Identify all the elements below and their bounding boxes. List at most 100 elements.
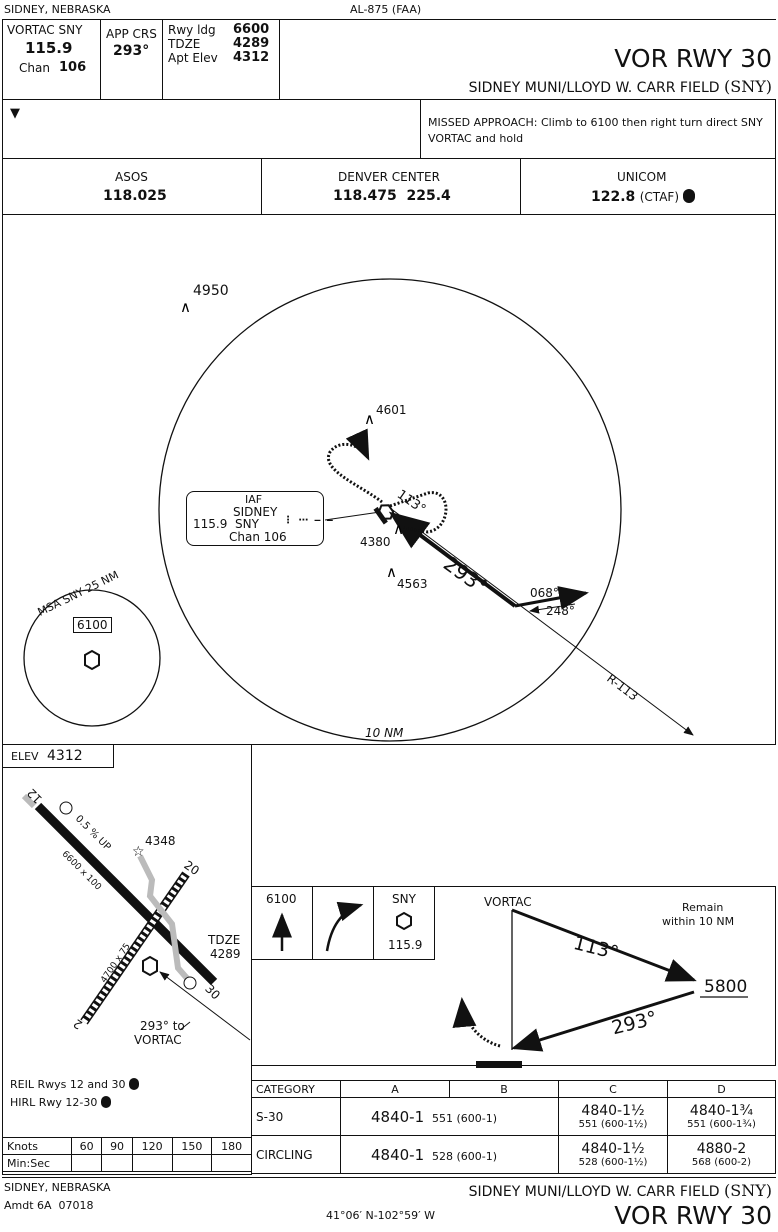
remain-label-2: within 10 NM xyxy=(662,915,735,928)
footer-airport: SIDNEY MUNI/LLOYD W. CARR FIELD (SNY) xyxy=(468,1183,772,1200)
iaf-box: IAF SIDNEY 115.9 SNY ⋮ ⋯ ‒ ‒ Chan 106 xyxy=(186,491,333,546)
obstacle-4950: 4950 xyxy=(193,283,229,299)
profile-vortac-label: VORTAC xyxy=(484,895,532,909)
profile-runway xyxy=(476,1061,522,1068)
footer-amendment: Amdt 6A 07018 xyxy=(4,1199,94,1212)
elev-box: ELEV 4312 xyxy=(2,744,114,768)
minimums-circ-d-value: 4880-2 xyxy=(696,1141,747,1157)
vortac-label: VORTAC SNY xyxy=(7,23,83,37)
obstacle-4348: 4348 xyxy=(145,834,176,848)
course-248: 248° xyxy=(546,604,575,618)
footer-coordinates: 41°06′ N-102°59′ W xyxy=(326,1209,436,1222)
tdze-value: 4289 xyxy=(233,36,270,51)
footer-airport-text: SIDNEY MUNI/LLOYD W. CARR FIELD xyxy=(468,1184,720,1200)
course-note: 293° to xyxy=(140,1019,185,1033)
obstacle-4950-icon: ∧ xyxy=(180,298,191,316)
comm-unicom-freq: 122.8 xyxy=(591,189,636,205)
msa-altitude: 6100 xyxy=(73,617,112,633)
reil-30-icon xyxy=(183,976,197,990)
minimums-circ-ab-sub: 528 (600-1) xyxy=(431,1149,498,1163)
inbound-leg xyxy=(511,990,695,1052)
comm-asos-freq: 118.025 xyxy=(103,188,167,204)
minimums-s30-d-sub: 551 (600-1¾) xyxy=(687,1119,756,1130)
header-chart-id: AL-875 (FAA) xyxy=(350,3,422,16)
iaf-fix-name: SIDNEY xyxy=(233,505,278,519)
minimums-category-header: CATEGORY xyxy=(251,1080,341,1098)
minimums-circ-d-sub: 568 (600-2) xyxy=(691,1157,752,1168)
ma-fix-box: SNY 115.9 xyxy=(373,886,435,960)
iaf-label: IAF xyxy=(245,493,263,506)
airport-name: SIDNEY MUNI/LLOYD W. CARR FIELD (SNY) xyxy=(469,77,772,96)
timing-speed: 60 xyxy=(70,1137,103,1155)
course-note-2: VORTAC xyxy=(134,1033,182,1047)
profile-altitude: 5800 xyxy=(704,977,748,997)
remain-label: Remain xyxy=(682,901,724,914)
minimums-circ-ab: 4840-1 528 (600-1) xyxy=(340,1135,559,1174)
timing-table: Knots 60 90 120 150 180 Min:Sec xyxy=(2,1137,252,1172)
minimums-col-c-header: C xyxy=(558,1080,668,1098)
runway-2-20 xyxy=(80,871,190,1025)
minimums-col-a-header: A xyxy=(340,1080,450,1098)
reil-pcl-icon xyxy=(129,1078,140,1090)
iaf-leader xyxy=(324,511,381,521)
reil-note: REIL Rwys 12 and 30 xyxy=(10,1078,140,1091)
airport-id: (SNY) xyxy=(723,77,772,96)
obstacle-4380-icon: ∧ xyxy=(393,520,404,538)
vortac-frequency: 115.9 xyxy=(25,39,73,57)
ma-climb-box: 6100 xyxy=(251,886,313,960)
minimums-circ-ab-value: 4840-1 xyxy=(371,1145,425,1164)
procedure-title: VOR RWY 30 xyxy=(614,44,772,73)
hirl-pcl-icon xyxy=(100,1096,111,1108)
minimums-circ-c-sub: 528 (600-1½) xyxy=(578,1157,648,1168)
radial-line xyxy=(389,507,694,736)
comm-unicom-name: UNICOM xyxy=(617,170,667,184)
final-approach-course xyxy=(388,511,517,608)
obstacle-4601-icon: ∧ xyxy=(364,410,375,428)
runway-12-30 xyxy=(34,802,218,986)
taxiway xyxy=(21,793,195,986)
reil-12-icon xyxy=(59,801,73,815)
profile-missed-path xyxy=(452,997,501,1048)
msa-vortac-icon xyxy=(84,649,100,671)
minimums-circling-label: CIRCLING xyxy=(251,1135,341,1174)
hirl-text: HIRL Rwy 12-30 xyxy=(10,1096,98,1109)
minimums-circ-c-value: 4840-1½ xyxy=(581,1141,645,1157)
iaf-chan: Chan 106 xyxy=(229,530,287,544)
ma-fix-vortac-icon xyxy=(396,911,412,931)
header-city-state: SIDNEY, NEBRASKA xyxy=(4,3,111,16)
obstacle-4563: 4563 xyxy=(397,577,428,591)
feeder-068 xyxy=(514,586,589,610)
apt-elev-label: Apt Elev xyxy=(168,51,218,65)
missed-approach-text: MISSED APPROACH: Climb to 6100 then righ… xyxy=(428,116,763,145)
apt-elev-value: 4312 xyxy=(233,50,270,65)
elev-value: 4312 xyxy=(47,748,83,764)
chan-value: 106 xyxy=(59,60,87,75)
obstacle-4601: 4601 xyxy=(376,403,407,417)
footer-title: VOR RWY 30 xyxy=(614,1201,772,1230)
comm-unicom-freq-row: 122.8 (CTAF) xyxy=(591,189,696,205)
minimums-s30-ab-value: 4840-1 xyxy=(371,1107,425,1126)
rwy-ldg-value: 6600 xyxy=(233,22,270,37)
alternate-minimums-icon: ▼ xyxy=(10,106,20,121)
minimums-s30-d: 4840-1¾ 551 (600-1¾) xyxy=(667,1097,776,1136)
minimums-s30-c-sub: 551 (600-1½) xyxy=(578,1119,648,1130)
pilot-controlled-lighting-icon xyxy=(683,189,696,203)
comm-unicom-ctaf: (CTAF) xyxy=(639,190,680,204)
obstacle-star-icon: ☆ xyxy=(132,844,145,860)
minimums-circ-c: 4840-1½ 528 (600-1½) xyxy=(558,1135,668,1174)
course-068: 068° xyxy=(530,586,559,600)
outbound-leg xyxy=(511,908,697,982)
chan-label: Chan xyxy=(19,61,50,75)
reil-text: REIL Rwys 12 and 30 xyxy=(10,1078,126,1091)
minimums-s30-label: S-30 xyxy=(251,1097,341,1136)
comm-asos-name: ASOS xyxy=(115,170,148,184)
msa-circle xyxy=(23,589,161,727)
ring-distance: 10 NM xyxy=(365,726,404,740)
course-to-vortac-arrow xyxy=(159,971,251,1041)
minimums-col-b-header: B xyxy=(449,1080,559,1098)
minimums-circ-d: 4880-2 568 (600-2) xyxy=(667,1135,776,1174)
airport-tdze-label: TDZE xyxy=(208,933,241,947)
morse-code-icon: ⋮ ⋯ ‒ ‒ xyxy=(283,515,335,526)
obstacle-4563-icon: ∧ xyxy=(386,563,397,581)
